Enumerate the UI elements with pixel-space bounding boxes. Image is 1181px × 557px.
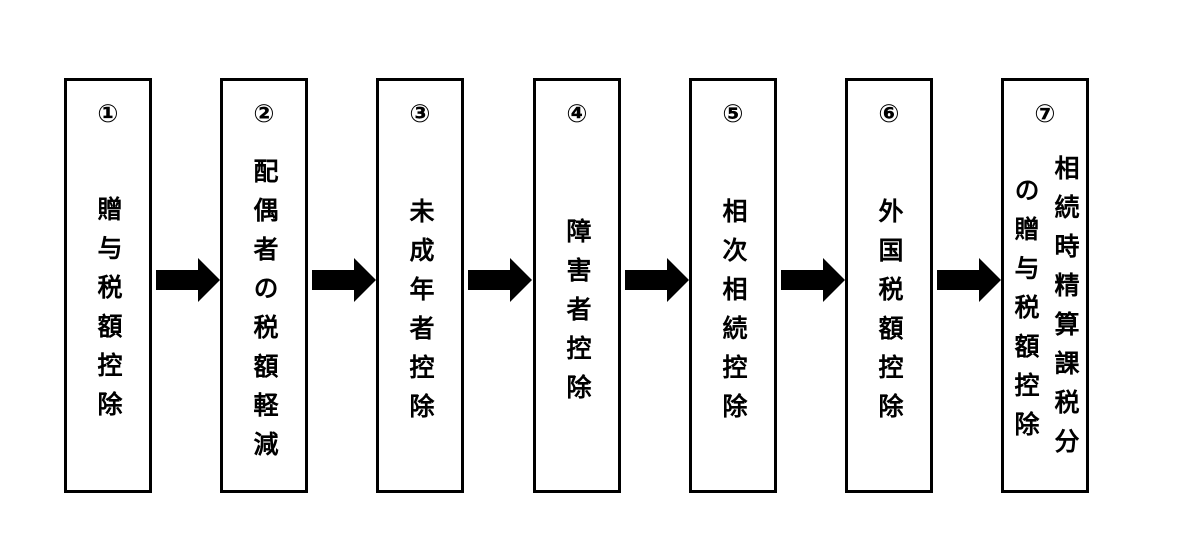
arrow-1-to-2-icon (156, 258, 220, 302)
step-3-box: ③ 未成年者控除 (376, 78, 464, 493)
step-6-number: ⑥ (878, 99, 900, 128)
step-7-label-line-1: 相続時精算課税分 (1051, 155, 1080, 467)
step-1-number: ① (97, 99, 119, 128)
step-6-label: 外国税額控除 (875, 198, 904, 432)
step-7-number: ⑦ (1034, 99, 1056, 128)
step-2-label: 配偶者の税額軽減 (250, 158, 279, 470)
arrow-2-to-3-icon (312, 258, 376, 302)
step-4-box: ④ 障害者控除 (533, 78, 621, 493)
step-7-box: ⑦ 相続時精算課税分 の贈与税額控除 (1001, 78, 1089, 493)
step-1-box: ① 贈与税額控除 (64, 78, 152, 493)
step-7-label: 相続時精算課税分 の贈与税額控除 (1005, 155, 1085, 467)
step-5-number: ⑤ (722, 99, 744, 128)
step-4-number: ④ (566, 99, 588, 128)
arrow-3-to-4-icon (468, 258, 532, 302)
step-2-box: ② 配偶者の税額軽減 (220, 78, 308, 493)
step-2-number: ② (253, 99, 275, 128)
step-7-label-line-2: の贈与税額控除 (1011, 177, 1040, 450)
step-1-label: 贈与税額控除 (94, 196, 123, 430)
step-4-label: 障害者控除 (563, 218, 592, 413)
arrow-5-to-6-icon (781, 258, 845, 302)
step-6-box: ⑥ 外国税額控除 (845, 78, 933, 493)
arrow-6-to-7-icon (937, 258, 1001, 302)
step-5-box: ⑤ 相次相続控除 (689, 78, 777, 493)
step-5-label: 相次相続控除 (719, 198, 748, 432)
step-3-label: 未成年者控除 (406, 198, 435, 432)
arrow-4-to-5-icon (625, 258, 689, 302)
step-3-number: ③ (409, 99, 431, 128)
